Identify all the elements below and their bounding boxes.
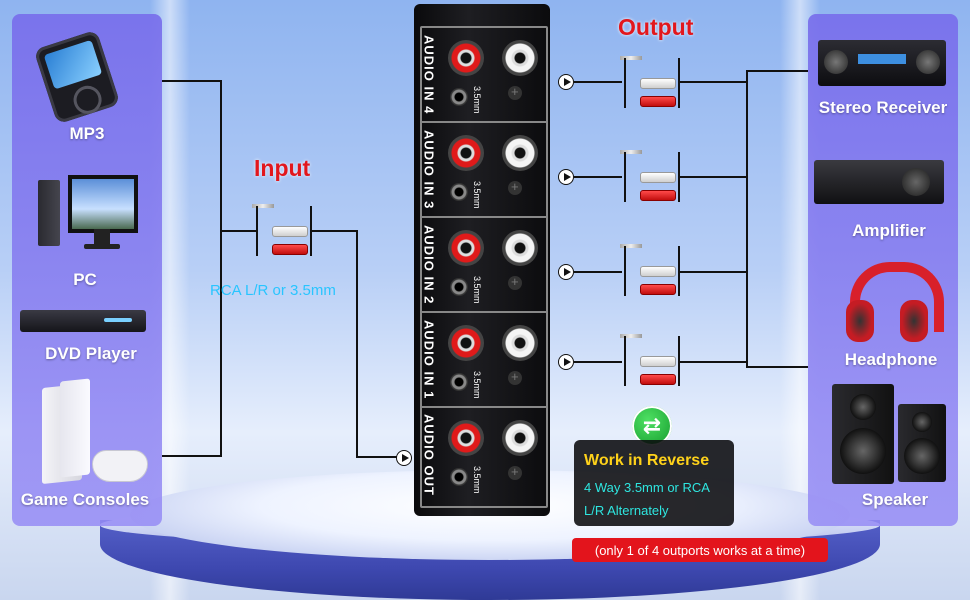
rca-white-jack[interactable]: [502, 325, 538, 361]
port-label: AUDIO IN 4: [421, 34, 437, 115]
port-label: AUDIO IN 3: [421, 129, 437, 210]
wire-out-4: [574, 81, 622, 83]
source-label-dvd-player: DVD Player: [45, 344, 137, 363]
port-label: AUDIO OUT: [421, 413, 437, 496]
port-section-in1: AUDIO IN 1 3.5mm: [422, 313, 546, 408]
port-label: AUDIO IN 2: [421, 224, 437, 305]
wire-out-1: [574, 361, 622, 363]
jack-label: 3.5mm: [472, 86, 482, 114]
wire-bus-2: [680, 271, 748, 273]
port-label: AUDIO IN 1: [421, 319, 437, 400]
screw-icon: [508, 369, 522, 385]
reverse-line-1: 4 Way 3.5mm or RCA: [584, 480, 710, 495]
wire-input-out: [310, 230, 358, 232]
arrow-right-icon: [558, 74, 574, 90]
wire-input-down: [356, 230, 358, 458]
rca-red-jack[interactable]: [448, 325, 484, 361]
game-console-front: [60, 378, 90, 478]
output-title: Output: [618, 14, 694, 40]
wire-to-receiver: [746, 70, 808, 72]
gamepad-icon: [92, 450, 148, 482]
wire-out-2: [574, 271, 622, 273]
screw-icon: [508, 84, 522, 100]
wire-to-speaker: [746, 366, 808, 368]
jack-label: 3.5mm: [472, 466, 482, 494]
screw-icon: [508, 179, 522, 195]
jack-35mm[interactable]: [450, 373, 468, 391]
output-cable-icon: [620, 330, 690, 392]
destination-label-speaker: Speaker: [861, 490, 929, 509]
monitor-icon: [68, 175, 138, 233]
port-section-in3: AUDIO IN 3 3.5mm: [422, 123, 546, 218]
wire-to-audio-out: [356, 456, 402, 458]
rca-red-jack[interactable]: [448, 420, 484, 456]
swap-arrows-icon: ⇄: [632, 406, 672, 446]
headphone-cup-left: [846, 300, 874, 342]
output-cable-icon: [620, 146, 690, 208]
arrow-right-icon: [558, 354, 574, 370]
work-in-reverse-box: Work in Reverse 4 Way 3.5mm or RCA L/R A…: [574, 440, 734, 526]
outport-note: (only 1 of 4 outports works at a time): [572, 538, 828, 562]
destination-label-stereo-receiver: Stereo Receiver: [818, 98, 948, 117]
rca-white-jack[interactable]: [502, 40, 538, 76]
source-label-mp3: MP3: [69, 124, 105, 143]
rca-red-jack[interactable]: [448, 230, 484, 266]
port-section-out: AUDIO OUT 3.5mm: [422, 408, 546, 503]
wire-out-3: [574, 176, 622, 178]
amplifier-icon: [814, 160, 944, 204]
destination-label-headphone: Headphone: [844, 350, 938, 369]
input-cable-type: RCA L/R or 3.5mm: [210, 282, 336, 299]
dvd-player-icon: [20, 310, 146, 332]
jack-label: 3.5mm: [472, 371, 482, 399]
jack-label: 3.5mm: [472, 181, 482, 209]
input-title: Input: [254, 155, 311, 181]
rca-red-jack[interactable]: [448, 135, 484, 171]
monitor-foot: [84, 244, 120, 249]
destination-label-amplifier: Amplifier: [852, 221, 926, 240]
monitor-stand: [94, 229, 110, 245]
jack-35mm[interactable]: [450, 88, 468, 106]
arrow-right-icon: [396, 450, 412, 466]
wire-bus-1: [680, 361, 748, 363]
rca-white-jack[interactable]: [502, 420, 538, 456]
input-cable-icon: [252, 200, 322, 262]
output-cable-icon: [620, 52, 690, 114]
jack-35mm[interactable]: [450, 468, 468, 486]
switch-panel: AUDIO IN 4 3.5mm AUDIO IN 3 3.5mm AUDIO …: [420, 26, 548, 508]
wire-bus-4: [680, 81, 748, 83]
headphone-icon: [850, 262, 944, 332]
desktop-pc-icon: [38, 180, 60, 246]
arrow-right-icon: [558, 169, 574, 185]
output-cable-icon: [620, 240, 690, 302]
wire-mp3: [162, 80, 222, 82]
jack-35mm[interactable]: [450, 183, 468, 201]
rca-white-jack[interactable]: [502, 230, 538, 266]
reverse-line-2: L/R Alternately: [584, 503, 669, 518]
rca-white-jack[interactable]: [502, 135, 538, 171]
speaker-icon: [832, 384, 894, 484]
wire-left-bus: [220, 80, 222, 457]
port-section-in4: AUDIO IN 4 3.5mm: [422, 28, 546, 123]
port-section-in2: AUDIO IN 2 3.5mm: [422, 218, 546, 313]
speaker-small-icon: [898, 404, 946, 482]
wire-console: [162, 455, 222, 457]
rca-red-jack[interactable]: [448, 40, 484, 76]
wire-right-bus: [746, 70, 748, 368]
screw-icon: [508, 464, 522, 480]
reverse-title: Work in Reverse: [584, 452, 710, 469]
wire-to-input-cable: [220, 230, 258, 232]
source-label-pc: PC: [73, 270, 97, 289]
jack-label: 3.5mm: [472, 276, 482, 304]
wire-bus-3: [680, 176, 748, 178]
jack-35mm[interactable]: [450, 278, 468, 296]
arrow-right-icon: [558, 264, 574, 280]
stereo-receiver-icon: [818, 40, 946, 86]
screw-icon: [508, 274, 522, 290]
headphone-cup-right: [900, 300, 928, 342]
source-label-game-consoles: Game Consoles: [20, 490, 150, 509]
